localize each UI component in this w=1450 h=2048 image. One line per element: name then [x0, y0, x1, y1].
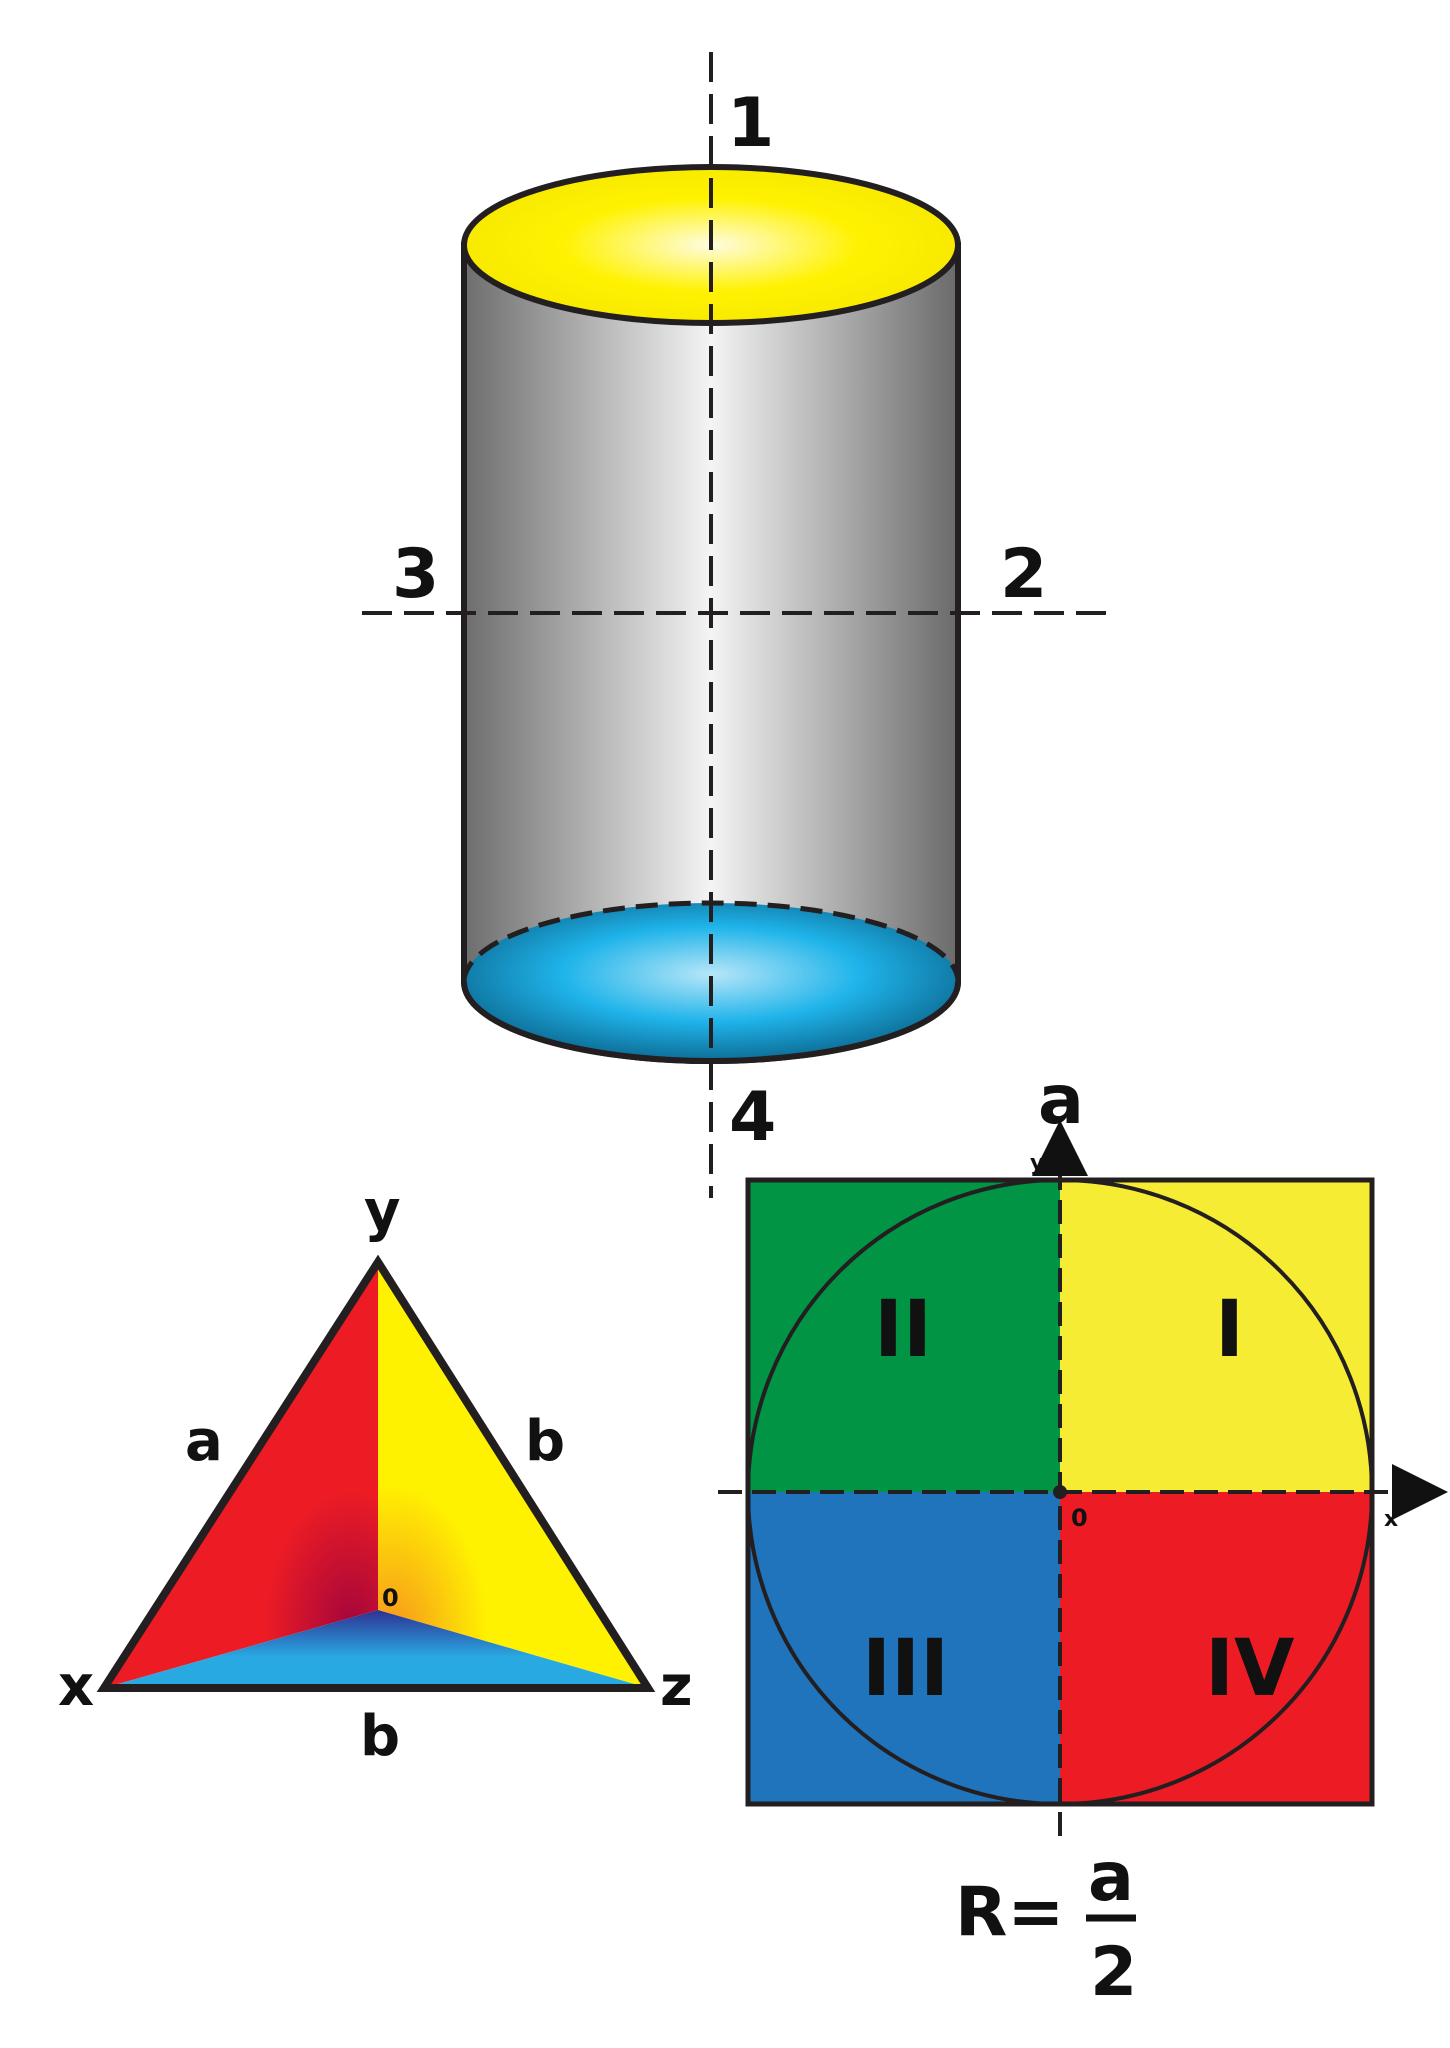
- radius-formula: R= a 2: [955, 1838, 1137, 2012]
- vertex-label-y: y: [364, 1179, 401, 1244]
- cylinder: 1 2 3 4: [362, 52, 1115, 1198]
- axis-label-1: 1: [727, 84, 774, 163]
- axis-label-2: 2: [1000, 535, 1047, 614]
- quadrant-I: [1060, 1180, 1372, 1492]
- side-label-b-bottom: b: [360, 1704, 400, 1769]
- side-label-a: a: [185, 1409, 223, 1474]
- quadrant-III: [748, 1492, 1060, 1804]
- quadrant-label-IV: IV: [1205, 1624, 1294, 1714]
- triangle-center-label: 0: [382, 1584, 399, 1612]
- vertex-label-x: x: [58, 1654, 94, 1719]
- origin-label: 0: [1071, 1504, 1088, 1532]
- origin-point: [1053, 1485, 1067, 1499]
- triangle-bottom-face: [104, 1610, 648, 1688]
- axis-label-4: 4: [729, 1078, 776, 1157]
- formula-numerator: a: [1088, 1838, 1134, 1917]
- side-label-a-top: a: [1038, 1061, 1084, 1140]
- quadrant-label-I: I: [1215, 1285, 1244, 1375]
- vertex-label-z: z: [660, 1654, 693, 1719]
- quadrant-label-III: III: [862, 1624, 949, 1714]
- quadrant-diagram: a y x 0 II I III IV: [718, 1061, 1448, 1836]
- triangle: y x z a b b 0: [58, 1179, 693, 1769]
- axis-label-3: 3: [392, 535, 439, 614]
- y-axis-label: y: [1030, 1151, 1044, 1176]
- triangle-outline: [96, 1254, 656, 1692]
- quadrant-II: [748, 1180, 1060, 1492]
- side-label-b-right: b: [525, 1409, 565, 1474]
- x-axis-label: x: [1384, 1507, 1398, 1532]
- formula-denominator: 2: [1090, 1933, 1137, 2012]
- quadrant-IV: [1060, 1492, 1372, 1804]
- quadrant-label-II: II: [874, 1285, 932, 1375]
- formula-lhs: R=: [955, 1873, 1064, 1952]
